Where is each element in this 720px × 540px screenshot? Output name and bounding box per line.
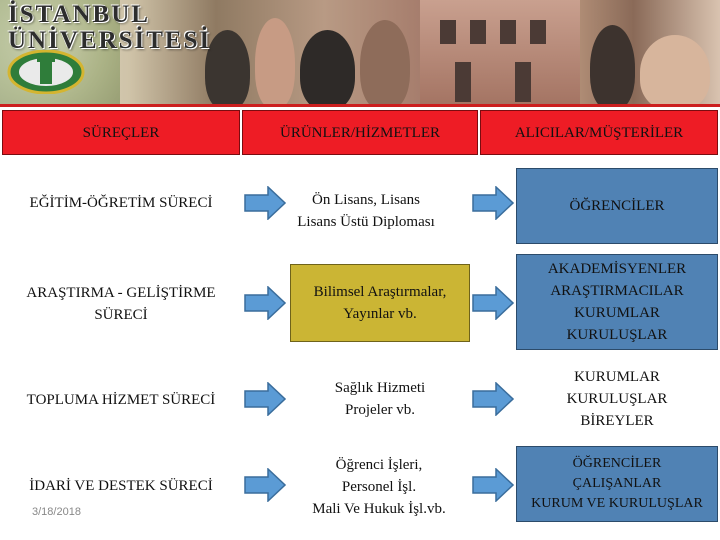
arrow-right-icon (244, 286, 286, 320)
process-education: EĞİTİM-ÖĞRETİM SÜRECİ (29, 195, 213, 211)
product-community: Sağlık Hizmeti Projeler vb. (290, 360, 470, 438)
process-research: ARAŞTIRMA - GELİŞTİRME SÜRECİ (2, 274, 240, 334)
product-education: Ön Lisans, Lisans Lisans Üstü Diploması (286, 178, 446, 244)
product-line: Projeler vb. (345, 402, 415, 418)
logo-line-1: İSTANBUL (8, 1, 150, 28)
arrow-right-icon (472, 382, 514, 416)
customer-line: KURUMLAR (574, 369, 660, 385)
banner-building (420, 0, 580, 105)
customer-line: AKADEMİSYENLER (547, 261, 687, 277)
product-line: Öğrenci İşleri, (335, 457, 423, 473)
header-products: ÜRÜNLER/HİZMETLER (242, 110, 478, 155)
process-admin-support: İDARİ VE DESTEK SÜRECİ (29, 478, 213, 494)
header-banner: İSTANBUL ÜNİVERSİTESİ (0, 0, 720, 105)
customer-line: ÇALIŞANLAR (572, 476, 662, 491)
header-processes: SÜREÇLER (2, 110, 240, 155)
header-divider (0, 104, 720, 107)
product-line: Bilimsel Araştırmalar, (313, 284, 447, 300)
customer-research: AKADEMİSYENLER ARAŞTIRMACILAR KURUMLAR K… (516, 254, 718, 350)
customer-line: KURUMLAR (574, 305, 660, 321)
product-research: Bilimsel Araştırmalar, Yayınlar vb. (290, 264, 470, 342)
arrow-right-icon (472, 468, 514, 502)
university-seal-icon (7, 50, 85, 94)
product-line: Ön Lisans, Lisans (312, 192, 420, 208)
arrow-right-icon (244, 186, 286, 220)
university-logo-text: İSTANBUL ÜNİVERSİTESİ (8, 1, 212, 54)
product-line: Sağlık Hizmeti (334, 380, 426, 396)
logo-line-2: ÜNİVERSİTESİ (8, 27, 212, 54)
customer-line: KURUM VE KURULUŞLAR (531, 496, 703, 511)
customer-line: BİREYLER (580, 413, 654, 429)
customer-line: KURULUŞLAR (566, 327, 668, 343)
customer-line: ÖĞRENCİLER (572, 456, 662, 471)
product-line: Personel İşl. (341, 479, 417, 495)
arrow-right-icon (472, 186, 514, 220)
arrow-right-icon (472, 286, 514, 320)
product-line: Mali Ve Hukuk İşl.vb. (312, 501, 446, 517)
product-admin-support: Öğrenci İşleri, Personel İşl. Mali Ve Hu… (284, 450, 474, 524)
customer-community: KURUMLAR KURULUŞLAR BİREYLER (516, 358, 718, 440)
customer-education: ÖĞRENCİLER (516, 168, 718, 244)
customer-admin-support: ÖĞRENCİLER ÇALIŞANLAR KURUM VE KURULUŞLA… (516, 446, 718, 522)
product-line: Yayınlar vb. (343, 306, 417, 322)
customer-line: ARAŞTIRMACILAR (550, 283, 684, 299)
slide-date: 3/18/2018 (32, 506, 81, 518)
arrow-right-icon (244, 468, 286, 502)
customer-line: KURULUŞLAR (566, 391, 668, 407)
process-line: ARAŞTIRMA - GELİŞTİRME (26, 285, 216, 301)
process-line: SÜRECİ (94, 307, 148, 323)
product-line: Lisans Üstü Diploması (297, 214, 435, 230)
header-customers: ALICILAR/MÜŞTERİLER (480, 110, 718, 155)
process-community: TOPLUMA HİZMET SÜRECİ (26, 392, 216, 408)
arrow-right-icon (244, 382, 286, 416)
